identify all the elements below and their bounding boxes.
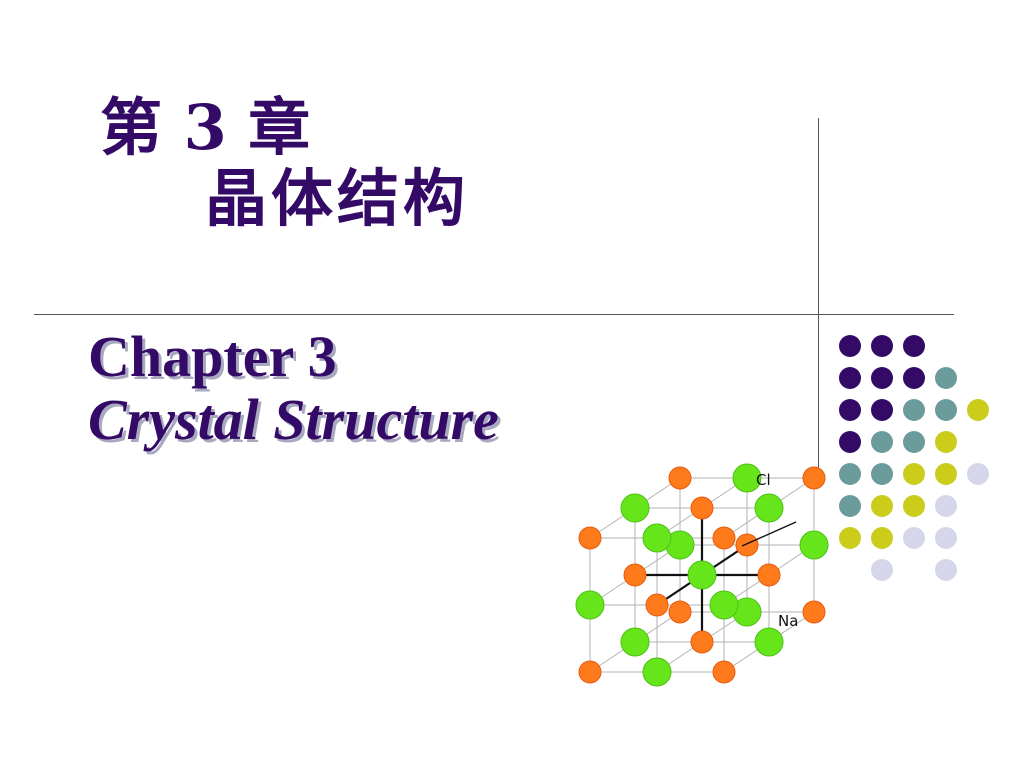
decor-dot bbox=[839, 367, 861, 389]
decor-dot bbox=[871, 495, 893, 517]
decor-dot bbox=[871, 527, 893, 549]
decorative-dot-grid bbox=[839, 335, 989, 581]
topic-en: Crystal Structure bbox=[88, 386, 499, 452]
cl-atom bbox=[735, 533, 759, 557]
na-atom bbox=[620, 627, 650, 657]
atoms bbox=[575, 463, 829, 687]
horizontal-divider bbox=[34, 314, 954, 315]
na-atom bbox=[620, 493, 650, 523]
na-atom bbox=[754, 627, 784, 657]
decor-dot bbox=[935, 559, 957, 581]
decor-dot bbox=[903, 527, 925, 549]
cl-label-pointer bbox=[741, 521, 797, 547]
decor-dot bbox=[871, 559, 893, 581]
cl-atom bbox=[645, 593, 669, 617]
decor-dot bbox=[935, 495, 957, 517]
na-atom bbox=[754, 493, 784, 523]
chapter-number-en: Chapter 3 bbox=[88, 324, 337, 389]
decor-dot bbox=[903, 431, 925, 453]
topic-cn: 晶体结构 bbox=[205, 162, 470, 236]
cl-atom bbox=[690, 630, 714, 654]
na-atom bbox=[642, 523, 672, 553]
decor-dot bbox=[839, 527, 861, 549]
cl-atom bbox=[757, 563, 781, 587]
vertical-divider bbox=[818, 118, 819, 470]
nacl-crystal-figure: Cl Na bbox=[575, 463, 829, 687]
cl-atom bbox=[712, 660, 736, 684]
cl-atom bbox=[690, 496, 714, 520]
decor-dot bbox=[935, 367, 957, 389]
decor-dot bbox=[935, 399, 957, 421]
decor-dot bbox=[967, 463, 989, 485]
cl-atom bbox=[802, 466, 826, 490]
decor-dot bbox=[903, 335, 925, 357]
decor-dot bbox=[903, 495, 925, 517]
decor-dot bbox=[871, 399, 893, 421]
chapter-number-cn: 第 3 章 bbox=[100, 91, 311, 164]
cl-atom bbox=[712, 526, 736, 550]
cl-atom bbox=[578, 660, 602, 684]
decor-dot bbox=[839, 495, 861, 517]
na-atom bbox=[575, 590, 605, 620]
decor-dot bbox=[935, 527, 957, 549]
decor-dot bbox=[871, 335, 893, 357]
na-atom bbox=[709, 590, 739, 620]
english-title: Chapter 3 Crystal Structure bbox=[88, 324, 499, 452]
na-atom bbox=[642, 657, 672, 687]
na-atom bbox=[732, 463, 762, 493]
decor-dot bbox=[839, 431, 861, 453]
decor-dot bbox=[871, 367, 893, 389]
decor-dot bbox=[903, 399, 925, 421]
cl-atom bbox=[802, 600, 826, 624]
decor-dot bbox=[935, 463, 957, 485]
cl-atom bbox=[623, 563, 647, 587]
decor-dot bbox=[935, 431, 957, 453]
decor-dot bbox=[839, 463, 861, 485]
decor-dot bbox=[871, 431, 893, 453]
decor-dot bbox=[839, 399, 861, 421]
cl-atom bbox=[668, 600, 692, 624]
cl-atom bbox=[578, 526, 602, 550]
na-atom bbox=[799, 530, 829, 560]
decor-dot bbox=[967, 399, 989, 421]
chinese-title: 第 3 章 晶体结构 bbox=[100, 92, 469, 235]
decor-dot bbox=[871, 463, 893, 485]
decor-dot bbox=[839, 335, 861, 357]
cl-label: Cl bbox=[756, 471, 771, 489]
decor-dot bbox=[903, 367, 925, 389]
cl-atom bbox=[668, 466, 692, 490]
na-atom bbox=[687, 560, 717, 590]
na-label: Na bbox=[778, 612, 798, 630]
decor-dot bbox=[903, 463, 925, 485]
